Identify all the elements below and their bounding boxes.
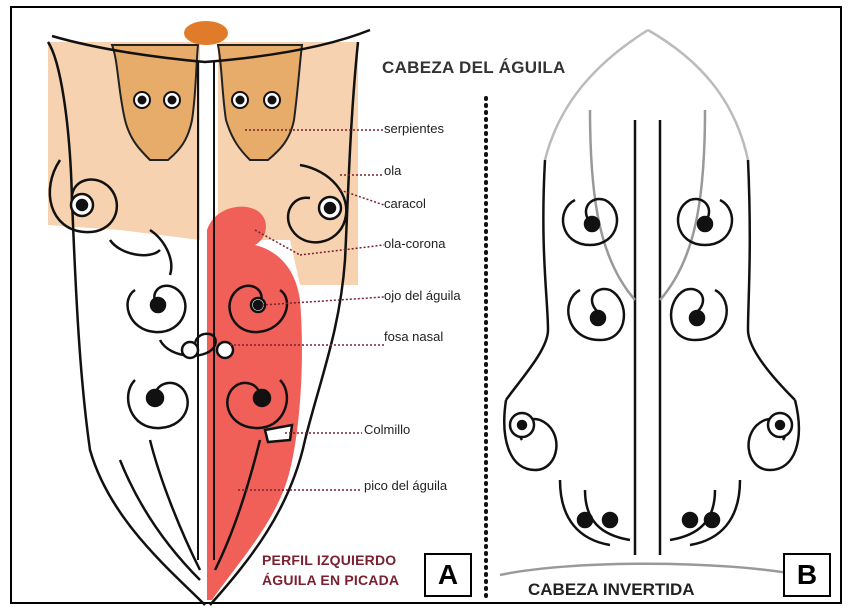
panel-b-title: CABEZA INVERTIDA [528,580,695,600]
label-ola-corona: ola-corona [384,236,445,251]
label-colmillo: Colmillo [364,422,410,437]
panel-b-drawing [500,30,800,575]
panel-a-drawing [48,21,370,605]
panel-a-caption-line2: ÁGUILA EN PICADA [262,572,399,588]
panel-a-title: CABEZA DEL ÁGUILA [382,58,566,78]
panel-a-caption-line1: PERFIL IZQUIERDO [262,552,396,568]
panel-b-letter: B [783,553,831,597]
panel-a-letter: A [424,553,472,597]
label-caracol: caracol [384,196,426,211]
label-fosa-nasal: fosa nasal [384,329,443,344]
label-pico-del-aguila: pico del águila [364,478,447,493]
label-serpientes: serpientes [384,121,444,136]
label-ola: ola [384,163,401,178]
orange-dot [184,21,228,45]
label-ojo-del-aguila: ojo del águila [384,288,461,303]
